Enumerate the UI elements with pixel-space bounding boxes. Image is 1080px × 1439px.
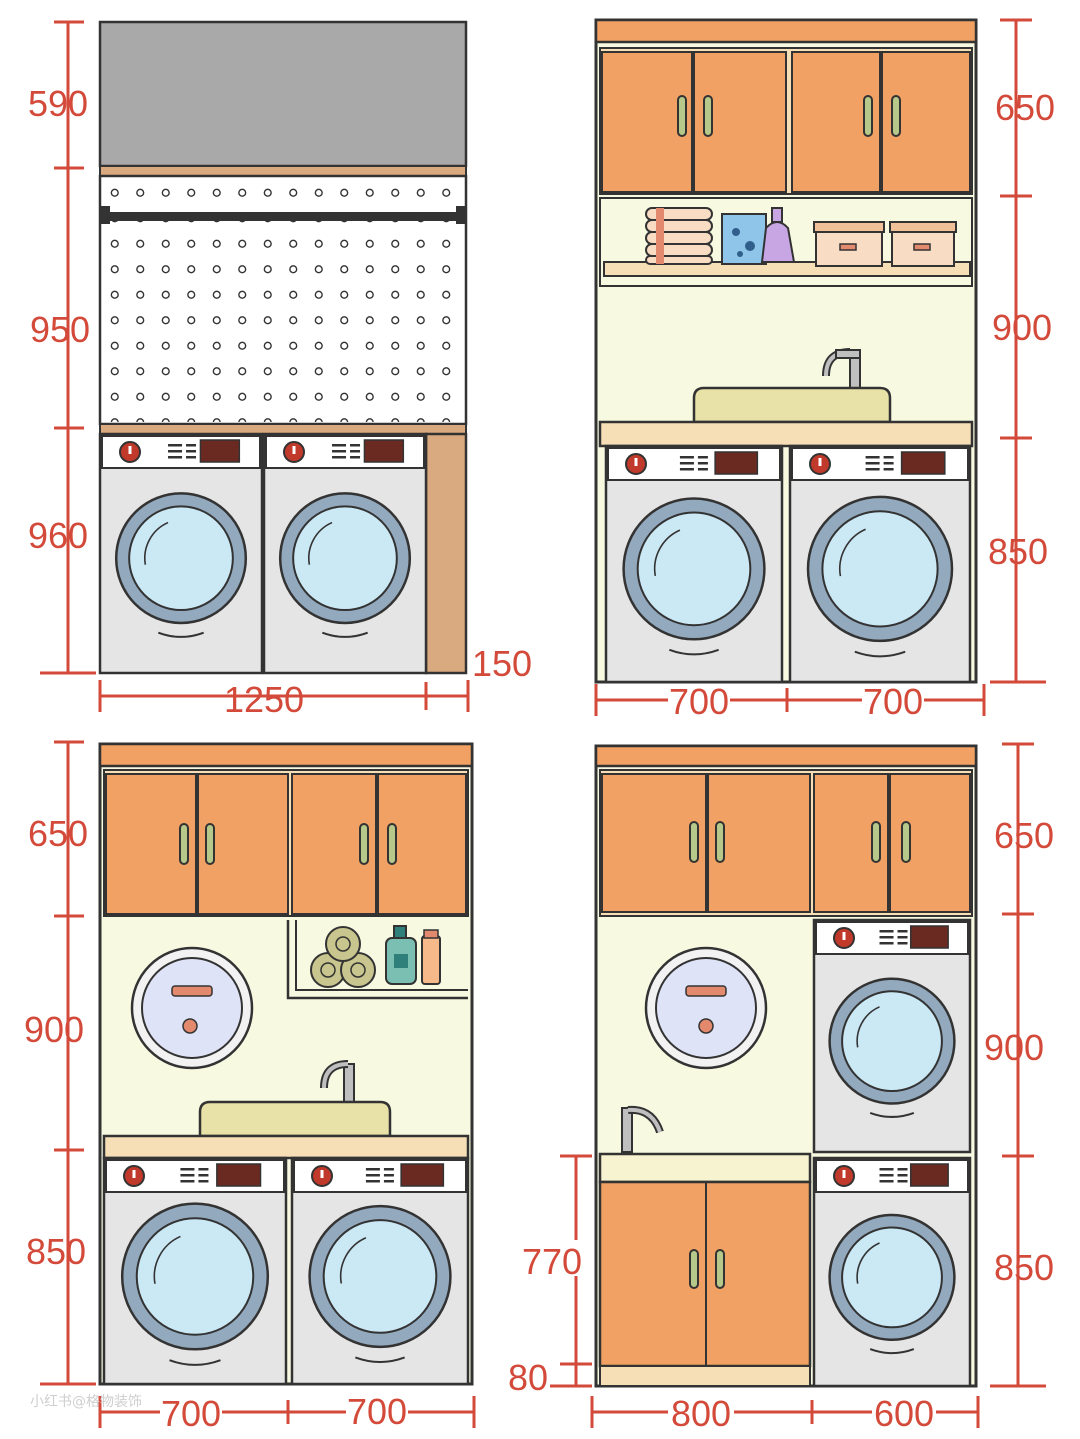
sink-icon <box>198 1100 392 1138</box>
washing-machine-icon <box>604 444 784 684</box>
dim-left-width: 700 <box>669 681 729 722</box>
washing-machine-icon <box>262 432 428 675</box>
faucet-icon <box>621 1105 664 1153</box>
dim-right-width: 700 <box>347 1391 407 1432</box>
shelf-edge <box>99 165 467 177</box>
sink-icon <box>692 386 892 424</box>
water-heater-icon <box>130 946 254 1070</box>
dim-lower-height: 850 <box>988 531 1048 572</box>
label-bg <box>872 1396 936 1432</box>
wall-cabinet-icon <box>599 47 973 195</box>
washing-machine-icon <box>812 1156 972 1388</box>
countertop <box>598 1152 812 1184</box>
wall-cabinet-icon <box>103 769 469 917</box>
dim-upper-height: 650 <box>994 815 1054 856</box>
dim-upper-height: 590 <box>28 83 88 124</box>
faucet-icon <box>320 1060 355 1103</box>
washing-machine-icon <box>290 1156 470 1386</box>
washing-machine-icon <box>98 432 264 675</box>
counter-strip <box>99 423 467 435</box>
washing-machine-icon <box>788 444 972 684</box>
panel-top-left: 590 950 960 150 1250 <box>28 20 532 720</box>
dim-middle-height: 900 <box>24 1009 84 1050</box>
dim-upper-height: 650 <box>28 813 88 854</box>
label-bg <box>668 682 730 718</box>
detergent-icon <box>721 207 796 265</box>
dim-right-width: 600 <box>874 1393 934 1434</box>
top-trim <box>98 742 474 768</box>
hanging-rod-icon <box>100 206 466 224</box>
washing-machine-icon <box>812 918 972 1154</box>
dimension-lines-top-left <box>40 20 470 712</box>
storage-box-icon <box>813 221 957 267</box>
stone-shelf <box>98 20 468 168</box>
towel-icon <box>645 207 713 265</box>
side-storage-gap <box>424 432 468 675</box>
label-bg <box>518 1240 582 1276</box>
top-trim <box>594 18 978 44</box>
dim-left-width: 700 <box>161 1393 221 1434</box>
dim-side-width: 150 <box>472 643 532 684</box>
dim-lower-height: 850 <box>26 1231 86 1272</box>
dim-left-width: 800 <box>671 1393 731 1434</box>
dim-cabinet-height: 770 <box>522 1241 582 1282</box>
dim-base-height: 80 <box>508 1357 548 1398</box>
panel-bottom-right: 650 900 850 770 80 800 600 <box>508 742 1054 1434</box>
top-trim <box>594 744 978 768</box>
dim-right-width: 700 <box>863 681 923 722</box>
label-bg <box>862 682 924 718</box>
base-cabinet <box>598 1180 812 1387</box>
panel-bottom-left: 650 900 850 700 700 <box>24 740 476 1434</box>
dim-lower-height: 960 <box>28 515 88 556</box>
countertop <box>598 420 974 448</box>
dim-middle-height: 900 <box>992 307 1052 348</box>
label-bg <box>346 1394 408 1430</box>
watermark: 小红书@格物装饰 <box>30 1394 142 1410</box>
detergent-icon <box>385 925 441 985</box>
countertop <box>102 1134 470 1160</box>
dim-middle-height: 900 <box>984 1027 1044 1068</box>
dim-middle-height: 950 <box>30 309 90 350</box>
dim-total-width: 1250 <box>224 679 304 720</box>
wall-cabinet-icon <box>599 769 973 917</box>
towel-icon <box>310 926 376 988</box>
panel-top-right: 650 900 850 700 700 <box>594 18 1055 722</box>
label-bg <box>668 1396 734 1432</box>
washing-machine-icon <box>102 1156 288 1386</box>
dim-upper-height: 650 <box>995 87 1055 128</box>
dim-lower-height: 850 <box>994 1247 1054 1288</box>
open-niche <box>286 920 468 1000</box>
water-heater-icon <box>644 946 768 1070</box>
label-bg <box>160 1396 222 1432</box>
